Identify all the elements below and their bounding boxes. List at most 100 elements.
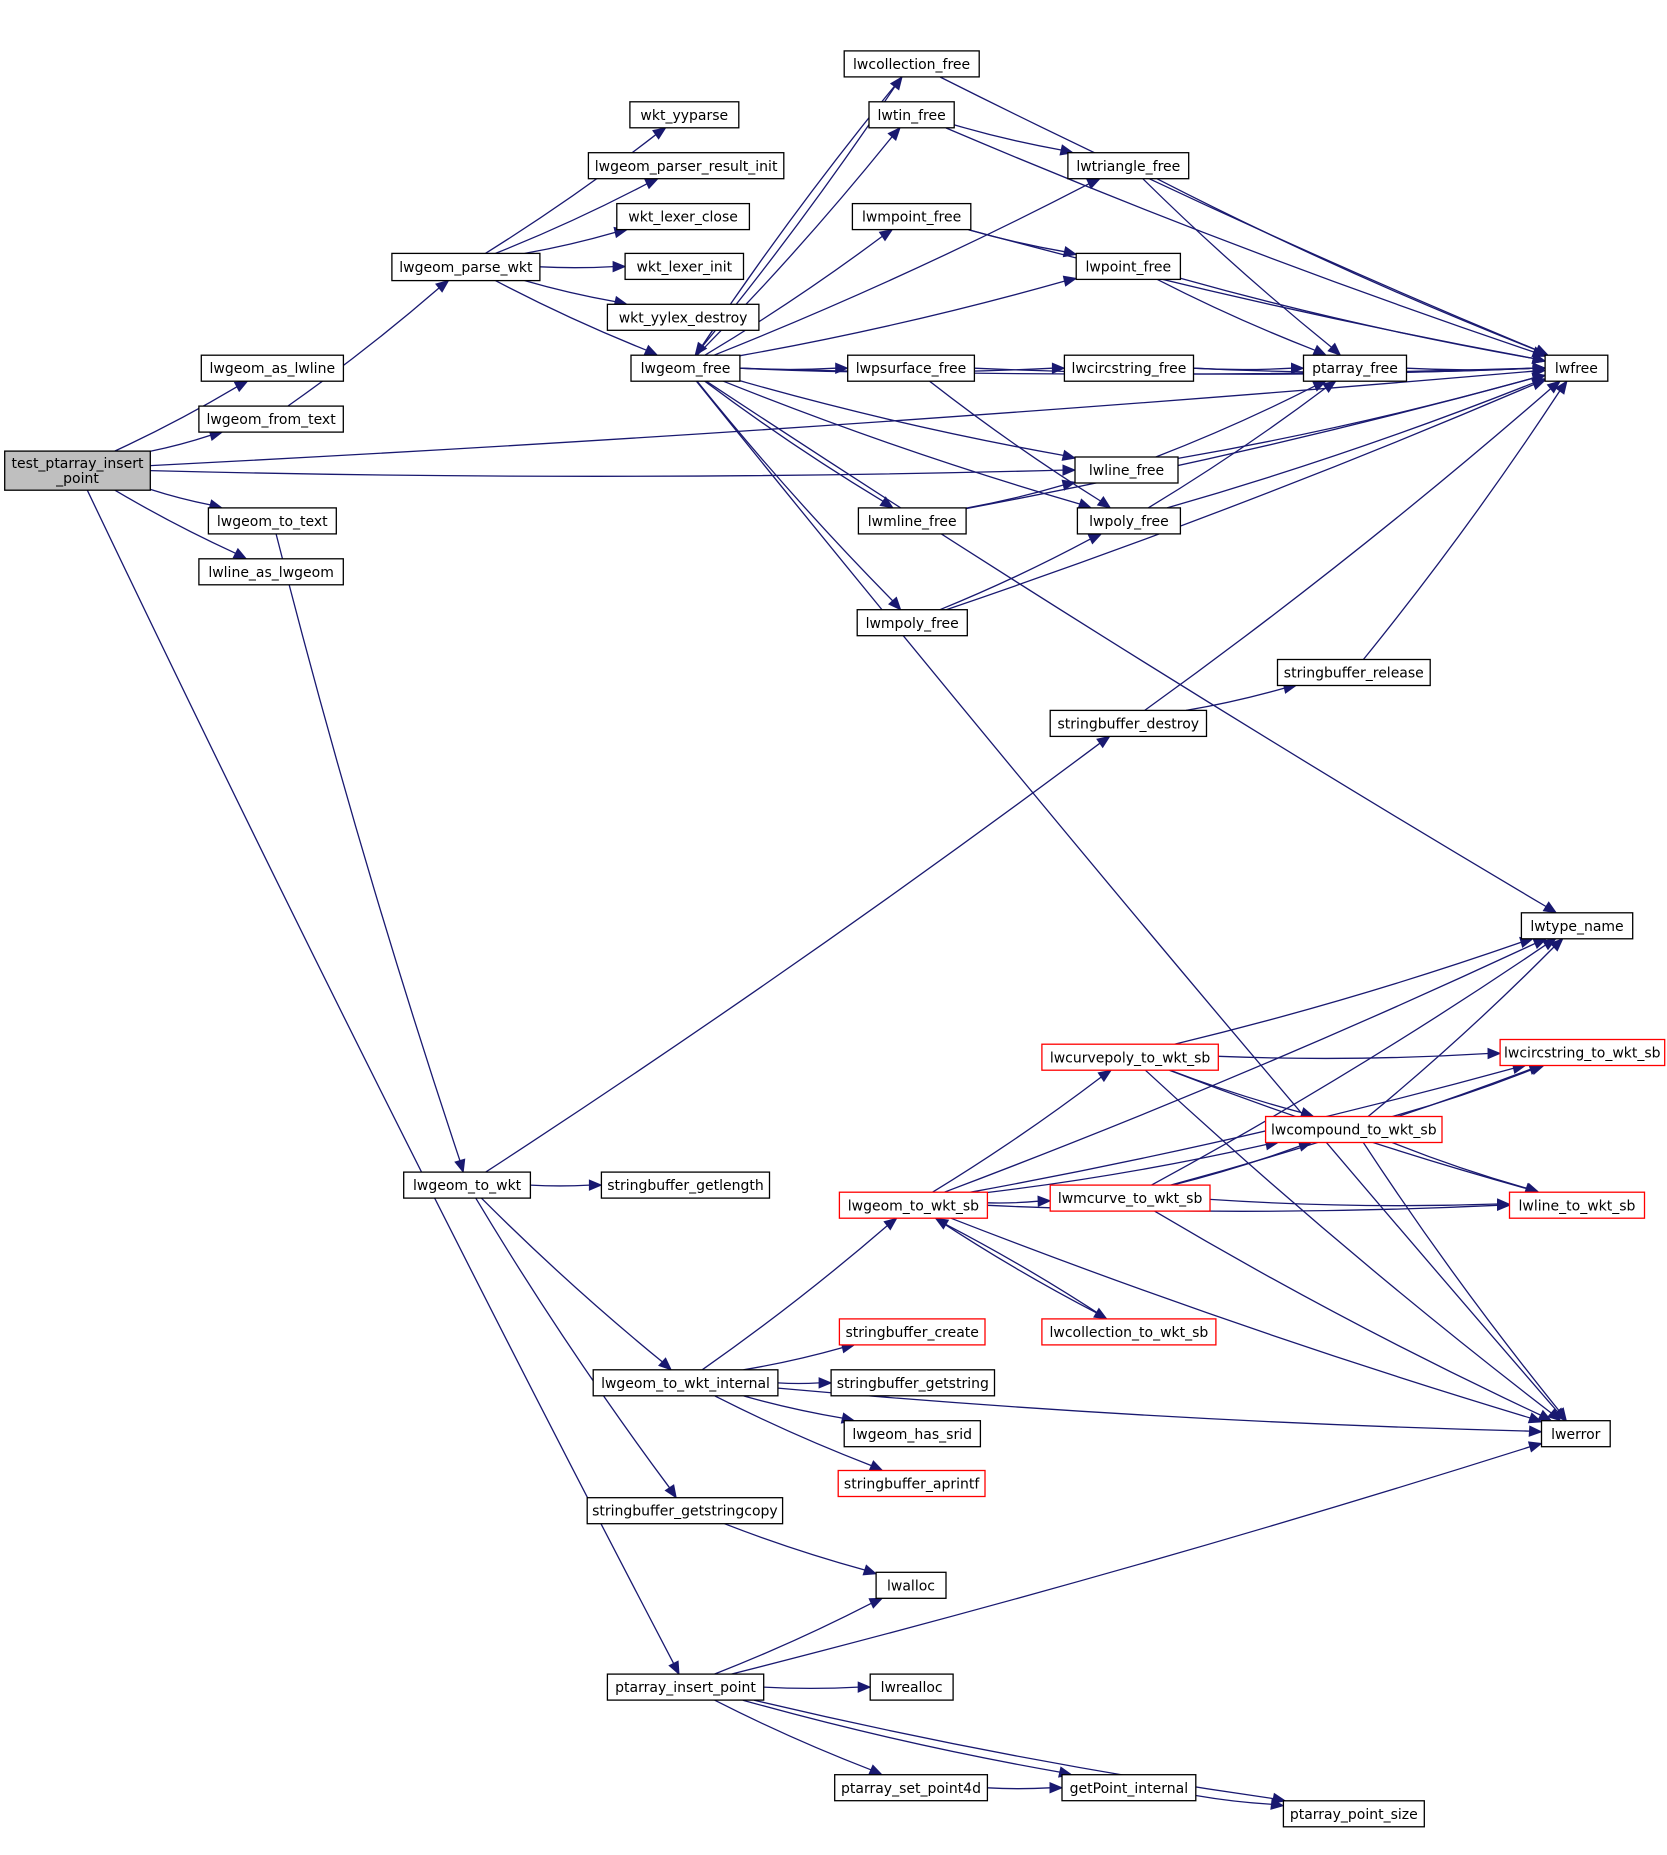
node-box[interactable]: [851, 202, 972, 231]
node-box[interactable]: [1067, 152, 1190, 180]
node-lwmcurve-to-wkt-sb[interactable]: lwmcurve_to_wkt_sb: [1049, 1184, 1211, 1212]
node-box[interactable]: [592, 1369, 779, 1397]
node-lwerror[interactable]: lwerror: [1540, 1420, 1611, 1448]
node-box[interactable]: [868, 101, 955, 129]
node-stringbuffer-create[interactable]: stringbuffer_create: [838, 1318, 986, 1346]
node-box[interactable]: [1264, 1115, 1443, 1144]
node-lwgeom-parse-wkt[interactable]: lwgeom_parse_wkt: [391, 252, 541, 282]
node-box[interactable]: [207, 507, 337, 535]
node-box[interactable]: [1049, 709, 1208, 738]
node-lwline-as-lwgeom[interactable]: lwline_as_lwgeom: [198, 558, 344, 586]
node-box[interactable]: [1074, 456, 1179, 484]
node-lwcircstring-free[interactable]: lwcircstring_free: [1063, 354, 1195, 382]
node-box[interactable]: [856, 609, 968, 637]
node-box[interactable]: [630, 354, 741, 382]
node-box[interactable]: [1063, 354, 1195, 382]
node-box[interactable]: [587, 152, 785, 180]
node-box[interactable]: [857, 507, 967, 535]
node-lwcurvepoly-to-wkt-sb[interactable]: lwcurvepoly_to_wkt_sb: [1041, 1043, 1219, 1071]
node-lwgeom-from-text[interactable]: lwgeom_from_text: [198, 405, 344, 433]
node-lwtriangle-free[interactable]: lwtriangle_free: [1067, 152, 1190, 180]
node-lwcircstring-to-wkt-sb[interactable]: lwcircstring_to_wkt_sb: [1499, 1038, 1666, 1067]
node-box[interactable]: [198, 405, 344, 433]
node-lwline-to-wkt-sb[interactable]: lwline_to_wkt_sb: [1508, 1191, 1646, 1219]
node-lwmline-free[interactable]: lwmline_free: [857, 507, 967, 535]
node-stringbuffer-getlength[interactable]: stringbuffer_getlength: [600, 1171, 771, 1199]
node-box[interactable]: [1049, 1184, 1211, 1212]
node-box[interactable]: [616, 202, 751, 231]
node-box[interactable]: [606, 1673, 765, 1701]
node-ptarray-set-point4d[interactable]: ptarray_set_point4d: [834, 1774, 989, 1802]
node-lwpoint-free[interactable]: lwpoint_free: [1075, 252, 1182, 281]
node-lwcompound-to-wkt-sb[interactable]: lwcompound_to_wkt_sb: [1264, 1115, 1443, 1144]
node-box[interactable]: [200, 354, 345, 382]
node-box[interactable]: [837, 1469, 986, 1498]
node-wkt-lexer-init[interactable]: wkt_lexer_init: [624, 252, 745, 281]
node-box[interactable]: [869, 1673, 954, 1701]
node-stringbuffer-destroy[interactable]: stringbuffer_destroy: [1049, 709, 1208, 738]
node-lwfree[interactable]: lwfree: [1544, 354, 1609, 382]
node-ptarray-insert-point[interactable]: ptarray_insert_point: [606, 1673, 765, 1701]
node-lwpoly-free[interactable]: lwpoly_free: [1076, 507, 1182, 535]
node-box[interactable]: [843, 50, 980, 78]
node-box[interactable]: [1041, 1318, 1217, 1346]
node-box[interactable]: [198, 558, 344, 586]
node-lwgeom-free[interactable]: lwgeom_free: [630, 354, 741, 382]
node-wkt-yyparse[interactable]: wkt_yyparse: [629, 101, 740, 129]
node-box[interactable]: [838, 1191, 989, 1219]
node-stringbuffer-aprintf[interactable]: stringbuffer_aprintf: [837, 1469, 986, 1498]
node-box[interactable]: [586, 1497, 784, 1525]
node-lwpsurface-free[interactable]: lwpsurface_free: [847, 354, 976, 382]
node-ptarray-free[interactable]: ptarray_free: [1302, 354, 1408, 382]
node-lwgeom-to-text[interactable]: lwgeom_to_text: [207, 507, 337, 535]
node-box[interactable]: [1041, 1043, 1219, 1071]
node-lwgeom-as-lwline[interactable]: lwgeom_as_lwline: [200, 354, 345, 382]
node-box[interactable]: [624, 252, 745, 281]
node-box[interactable]: [1276, 658, 1431, 687]
node-box[interactable]: [1282, 1800, 1425, 1828]
node-box[interactable]: [403, 1171, 532, 1199]
node-box[interactable]: [1508, 1191, 1646, 1219]
node-lwline-free[interactable]: lwline_free: [1074, 456, 1179, 484]
node-box[interactable]: [391, 252, 541, 282]
node-box[interactable]: [1520, 912, 1634, 940]
node-lwgeom-to-wkt-internal[interactable]: lwgeom_to_wkt_internal: [592, 1369, 779, 1397]
node-box[interactable]: [1302, 354, 1408, 382]
node-lwcollection-free[interactable]: lwcollection_free: [843, 50, 980, 78]
node-box[interactable]: [1540, 1420, 1611, 1448]
node-test-ptarray-insert-point[interactable]: test_ptarray_insert_point: [4, 450, 151, 491]
node-wkt-yylex-destroy[interactable]: wkt_yylex_destroy: [606, 303, 760, 331]
node-box[interactable]: [838, 1318, 986, 1346]
node-lwrealloc[interactable]: lwrealloc: [869, 1673, 954, 1701]
node-stringbuffer-getstringcopy[interactable]: stringbuffer_getstringcopy: [586, 1497, 784, 1525]
node-box[interactable]: [600, 1171, 771, 1199]
node-stringbuffer-getstring[interactable]: stringbuffer_getstring: [830, 1369, 996, 1397]
node-box[interactable]: [875, 1571, 947, 1599]
node-box[interactable]: [4, 450, 151, 491]
node-box[interactable]: [847, 354, 976, 382]
node-lwmpoint-free[interactable]: lwmpoint_free: [851, 202, 972, 231]
node-lwgeom-to-wkt[interactable]: lwgeom_to_wkt: [403, 1171, 532, 1199]
node-box[interactable]: [1544, 354, 1609, 382]
node-lwgeom-parser-result-init[interactable]: lwgeom_parser_result_init: [587, 152, 785, 180]
node-box[interactable]: [834, 1774, 989, 1802]
node-box[interactable]: [1076, 507, 1182, 535]
node-lwtin-free[interactable]: lwtin_free: [868, 101, 955, 129]
node-lwtype-name[interactable]: lwtype_name: [1520, 912, 1634, 940]
node-box[interactable]: [843, 1420, 982, 1448]
node-box[interactable]: [1499, 1038, 1666, 1067]
node-box[interactable]: [606, 303, 760, 331]
node-stringbuffer-release[interactable]: stringbuffer_release: [1276, 658, 1431, 687]
node-box[interactable]: [1075, 252, 1182, 281]
node-lwmpoly-free[interactable]: lwmpoly_free: [856, 609, 968, 637]
node-box[interactable]: [1061, 1774, 1197, 1802]
node-box[interactable]: [629, 101, 740, 129]
node-box[interactable]: [830, 1369, 996, 1397]
node-lwgeom-to-wkt-sb[interactable]: lwgeom_to_wkt_sb: [838, 1191, 989, 1219]
node-getPoint-internal[interactable]: getPoint_internal: [1061, 1774, 1197, 1802]
node-lwcollection-to-wkt-sb[interactable]: lwcollection_to_wkt_sb: [1041, 1318, 1217, 1346]
node-lwgeom-has-srid[interactable]: lwgeom_has_srid: [843, 1420, 982, 1448]
node-ptarray-point-size[interactable]: ptarray_point_size: [1282, 1800, 1425, 1828]
node-lwalloc[interactable]: lwalloc: [875, 1571, 947, 1599]
node-wkt-lexer-close[interactable]: wkt_lexer_close: [616, 202, 751, 231]
